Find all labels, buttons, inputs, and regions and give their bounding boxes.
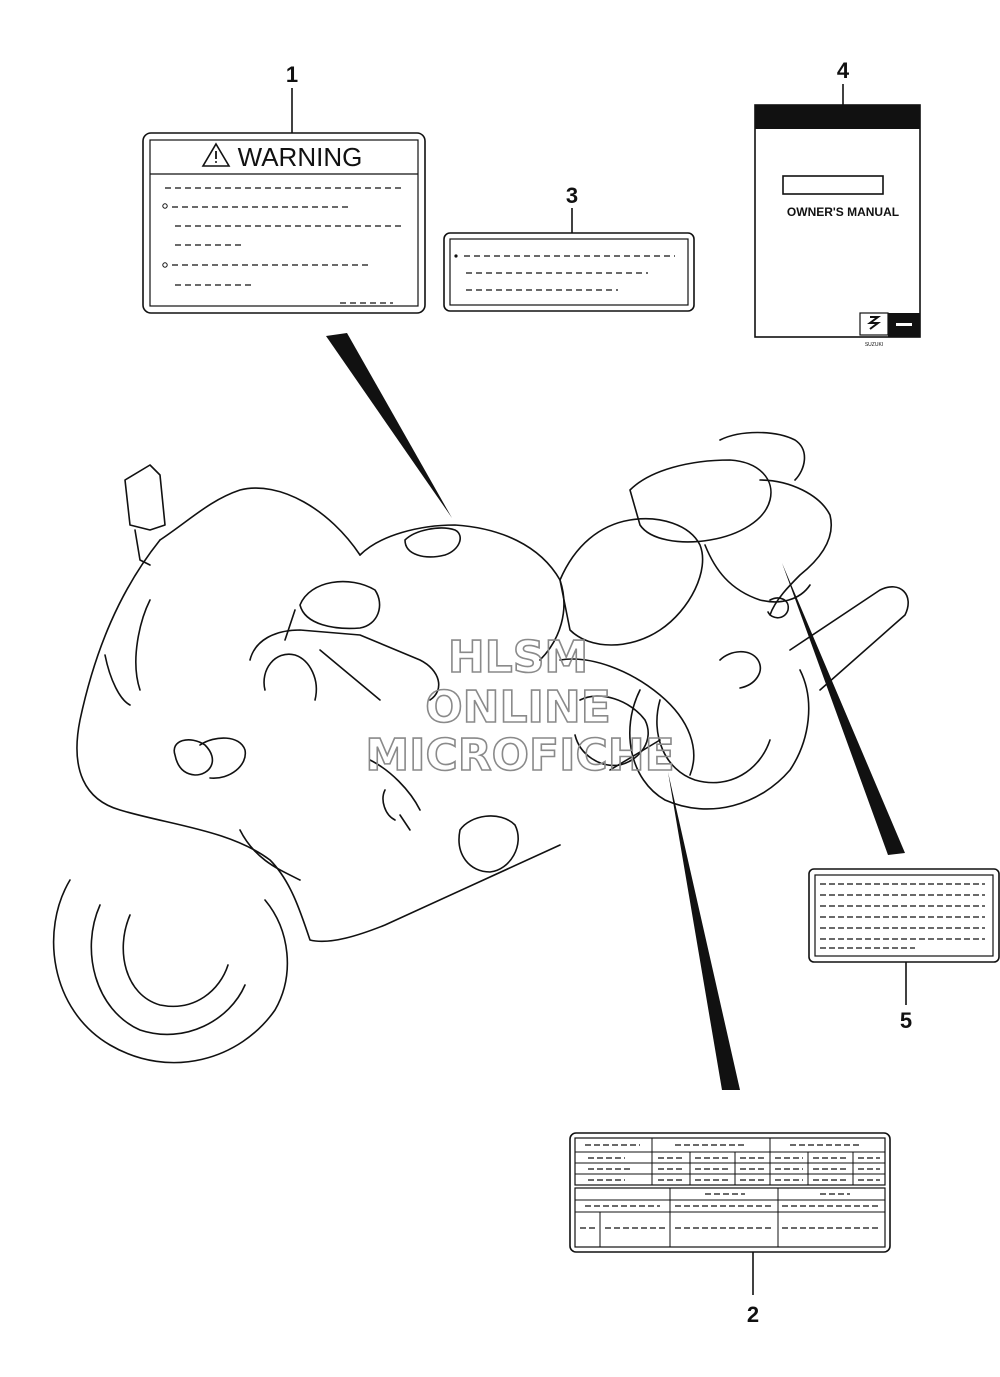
warning-text-lines [165, 187, 405, 304]
part-1-warning-label[interactable]: 1 WARNING [142, 62, 426, 314]
watermark-line-3: MICROFICHE [365, 730, 674, 781]
manual-brand: SUZUKI [865, 342, 883, 348]
suzuki-logo-icon [867, 316, 881, 330]
part-5-label[interactable]: 5 [808, 868, 1000, 1033]
callout-3: 3 [566, 183, 578, 208]
leader-wedge-2 [668, 772, 740, 1090]
leader-lines [326, 333, 905, 1090]
leader-wedge-5 [782, 563, 905, 855]
leader-wedge-1 [326, 333, 452, 518]
warning-title: WARNING [238, 142, 363, 172]
part-2-spec-label[interactable]: 2 [569, 1132, 891, 1327]
watermark-line-2: ONLINE [425, 682, 611, 733]
part-3-label[interactable]: 3 [443, 183, 695, 312]
callout-2: 2 [747, 1302, 759, 1327]
warning-triangle-icon [201, 142, 231, 167]
manual-title: OWNER'S MANUAL [787, 205, 899, 219]
part-4-owners-manual[interactable]: 4 OWNER'S MANUAL SUZUKI [754, 58, 921, 348]
watermark: HLSM ONLINE MICROFICHE [365, 631, 676, 782]
motorcycle-illustration [52, 431, 909, 1064]
watermark-line-1: HLSM [448, 632, 588, 683]
callout-1: 1 [286, 62, 298, 87]
callout-4: 4 [837, 58, 850, 83]
callout-5: 5 [900, 1008, 912, 1033]
